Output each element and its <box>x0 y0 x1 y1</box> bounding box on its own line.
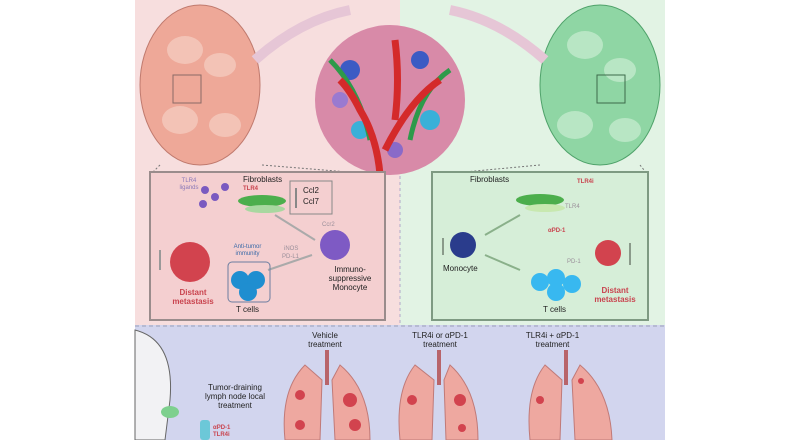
lung-vehicle-icon <box>283 350 371 440</box>
group-vehicle-label: Vehicle treatment <box>308 331 342 349</box>
t-cells-label: T cells <box>543 305 566 314</box>
ccr2-label: Ccr2 <box>322 222 335 228</box>
syringe-apd1-label: αPD-1 <box>213 425 231 431</box>
inos-label: iNOS <box>284 246 299 252</box>
metastasis-icon <box>595 240 621 266</box>
left-lymph-node-icon <box>139 4 261 166</box>
tlr4-ligands-icon <box>199 183 229 208</box>
monocyte-icon <box>450 232 476 258</box>
group-combination-label: TLR4i + αPD-1 treatment <box>525 331 580 349</box>
lymphatic-vessels <box>251 5 549 64</box>
fibroblast-icon <box>516 194 565 212</box>
distant-metastasis-label: Distant metastasis <box>594 286 636 304</box>
t-cells-box <box>227 261 271 303</box>
distant-metastasis-label: Distant metastasis <box>172 288 214 306</box>
fibroblast-icon <box>238 195 286 213</box>
group-single-label: TLR4i or αPD-1 treatment <box>412 331 468 349</box>
tlr4-label: TLR4 <box>565 204 580 210</box>
fibroblasts-label: Fibroblasts <box>470 175 510 184</box>
arrow-icon <box>274 214 316 241</box>
tumor-icon <box>315 25 465 216</box>
ccl2-label: Ccl2 <box>303 186 320 195</box>
arrow-icon <box>484 254 521 271</box>
arrow-icon <box>484 214 521 236</box>
monocyte-icon <box>320 230 350 260</box>
t-cells-icon <box>231 271 265 301</box>
zoom-guides <box>149 164 649 176</box>
apd1-label: αPD-1 <box>548 228 566 234</box>
ccl-box <box>289 180 333 215</box>
lung-combination-icon <box>528 350 613 440</box>
t-cells-icon <box>531 269 581 301</box>
tlr4-label: TLR4 <box>243 186 258 192</box>
tlr4i-label: TLR4i <box>577 179 594 185</box>
anti-tumor-immunity-label: Anti-tumor immunity <box>233 244 262 257</box>
t-cells-label: T cells <box>236 305 259 314</box>
lung-single-treatment-icon <box>398 350 479 440</box>
local-treatment-label: Tumor-draining lymph node local treatmen… <box>204 383 266 410</box>
immunosuppressive-monocyte-label: Immuno- suppressive Monocyte <box>328 265 372 292</box>
monocyte-label: Monocyte <box>443 264 478 273</box>
fibroblasts-label: Fibroblasts <box>243 175 283 184</box>
metastasis-icon <box>170 242 210 282</box>
tlr4-ligands-label: TLR4 ligands <box>179 178 199 191</box>
ccl7-label: Ccl7 <box>303 197 320 206</box>
pd1-label: PD-1 <box>567 259 581 265</box>
pdl1-label: PD-L1 <box>282 254 300 260</box>
inhibit-arrow-icon <box>267 254 313 271</box>
lymph-node-icon <box>161 406 179 418</box>
right-lymph-node-icon <box>539 4 661 166</box>
syringe-tlr4i-label: TLR4i <box>213 432 230 438</box>
syringe-icon <box>200 420 210 440</box>
